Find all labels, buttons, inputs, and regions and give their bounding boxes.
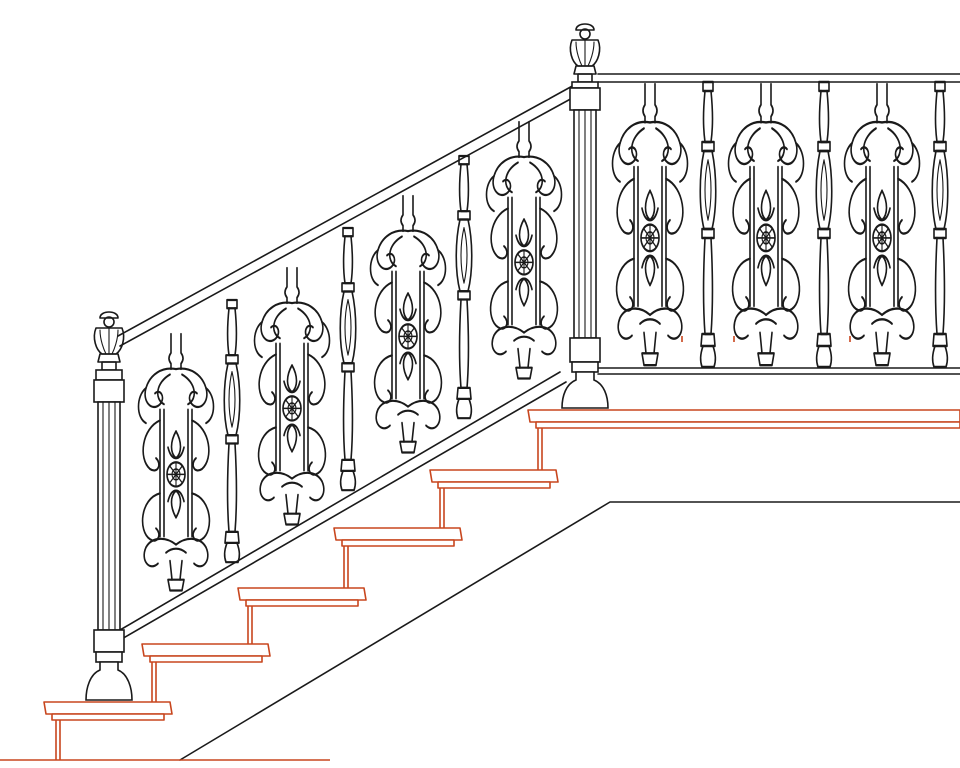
slope-baluster-1 — [223, 298, 241, 564]
stair-step-1 — [43, 701, 173, 760]
stair-step-5 — [429, 469, 559, 528]
slope-panel-2 — [253, 266, 331, 526]
slope-baluster-3 — [455, 154, 473, 420]
sloped-handrail — [117, 83, 577, 347]
stair-step-6-landing — [527, 409, 960, 470]
slope-panel-3 — [369, 194, 447, 454]
landing-baluster-1 — [699, 80, 717, 369]
landing-panel-1 — [611, 82, 689, 367]
railing — [117, 73, 960, 641]
landing-tick-marks — [681, 336, 851, 342]
landing-baluster-3 — [931, 80, 949, 369]
slope-baluster-2 — [339, 226, 357, 492]
landing-panel-3 — [843, 82, 921, 367]
slope-panel-4 — [485, 120, 563, 380]
landing-handrail — [597, 73, 960, 83]
stair-underside-line — [179, 501, 960, 761]
stair-step-2 — [141, 643, 271, 702]
newel-post-lower — [85, 311, 133, 701]
stair-step-3 — [237, 587, 367, 644]
landing-panel-2 — [727, 82, 805, 367]
sloped-bottom-rail — [119, 371, 567, 641]
landing-baluster-2 — [815, 80, 833, 369]
newel-post-upper — [561, 23, 609, 409]
landing-bottom-rail — [597, 367, 960, 375]
stair-step-4 — [333, 527, 463, 588]
slope-panel-1 — [137, 332, 215, 592]
staircase — [0, 409, 960, 761]
